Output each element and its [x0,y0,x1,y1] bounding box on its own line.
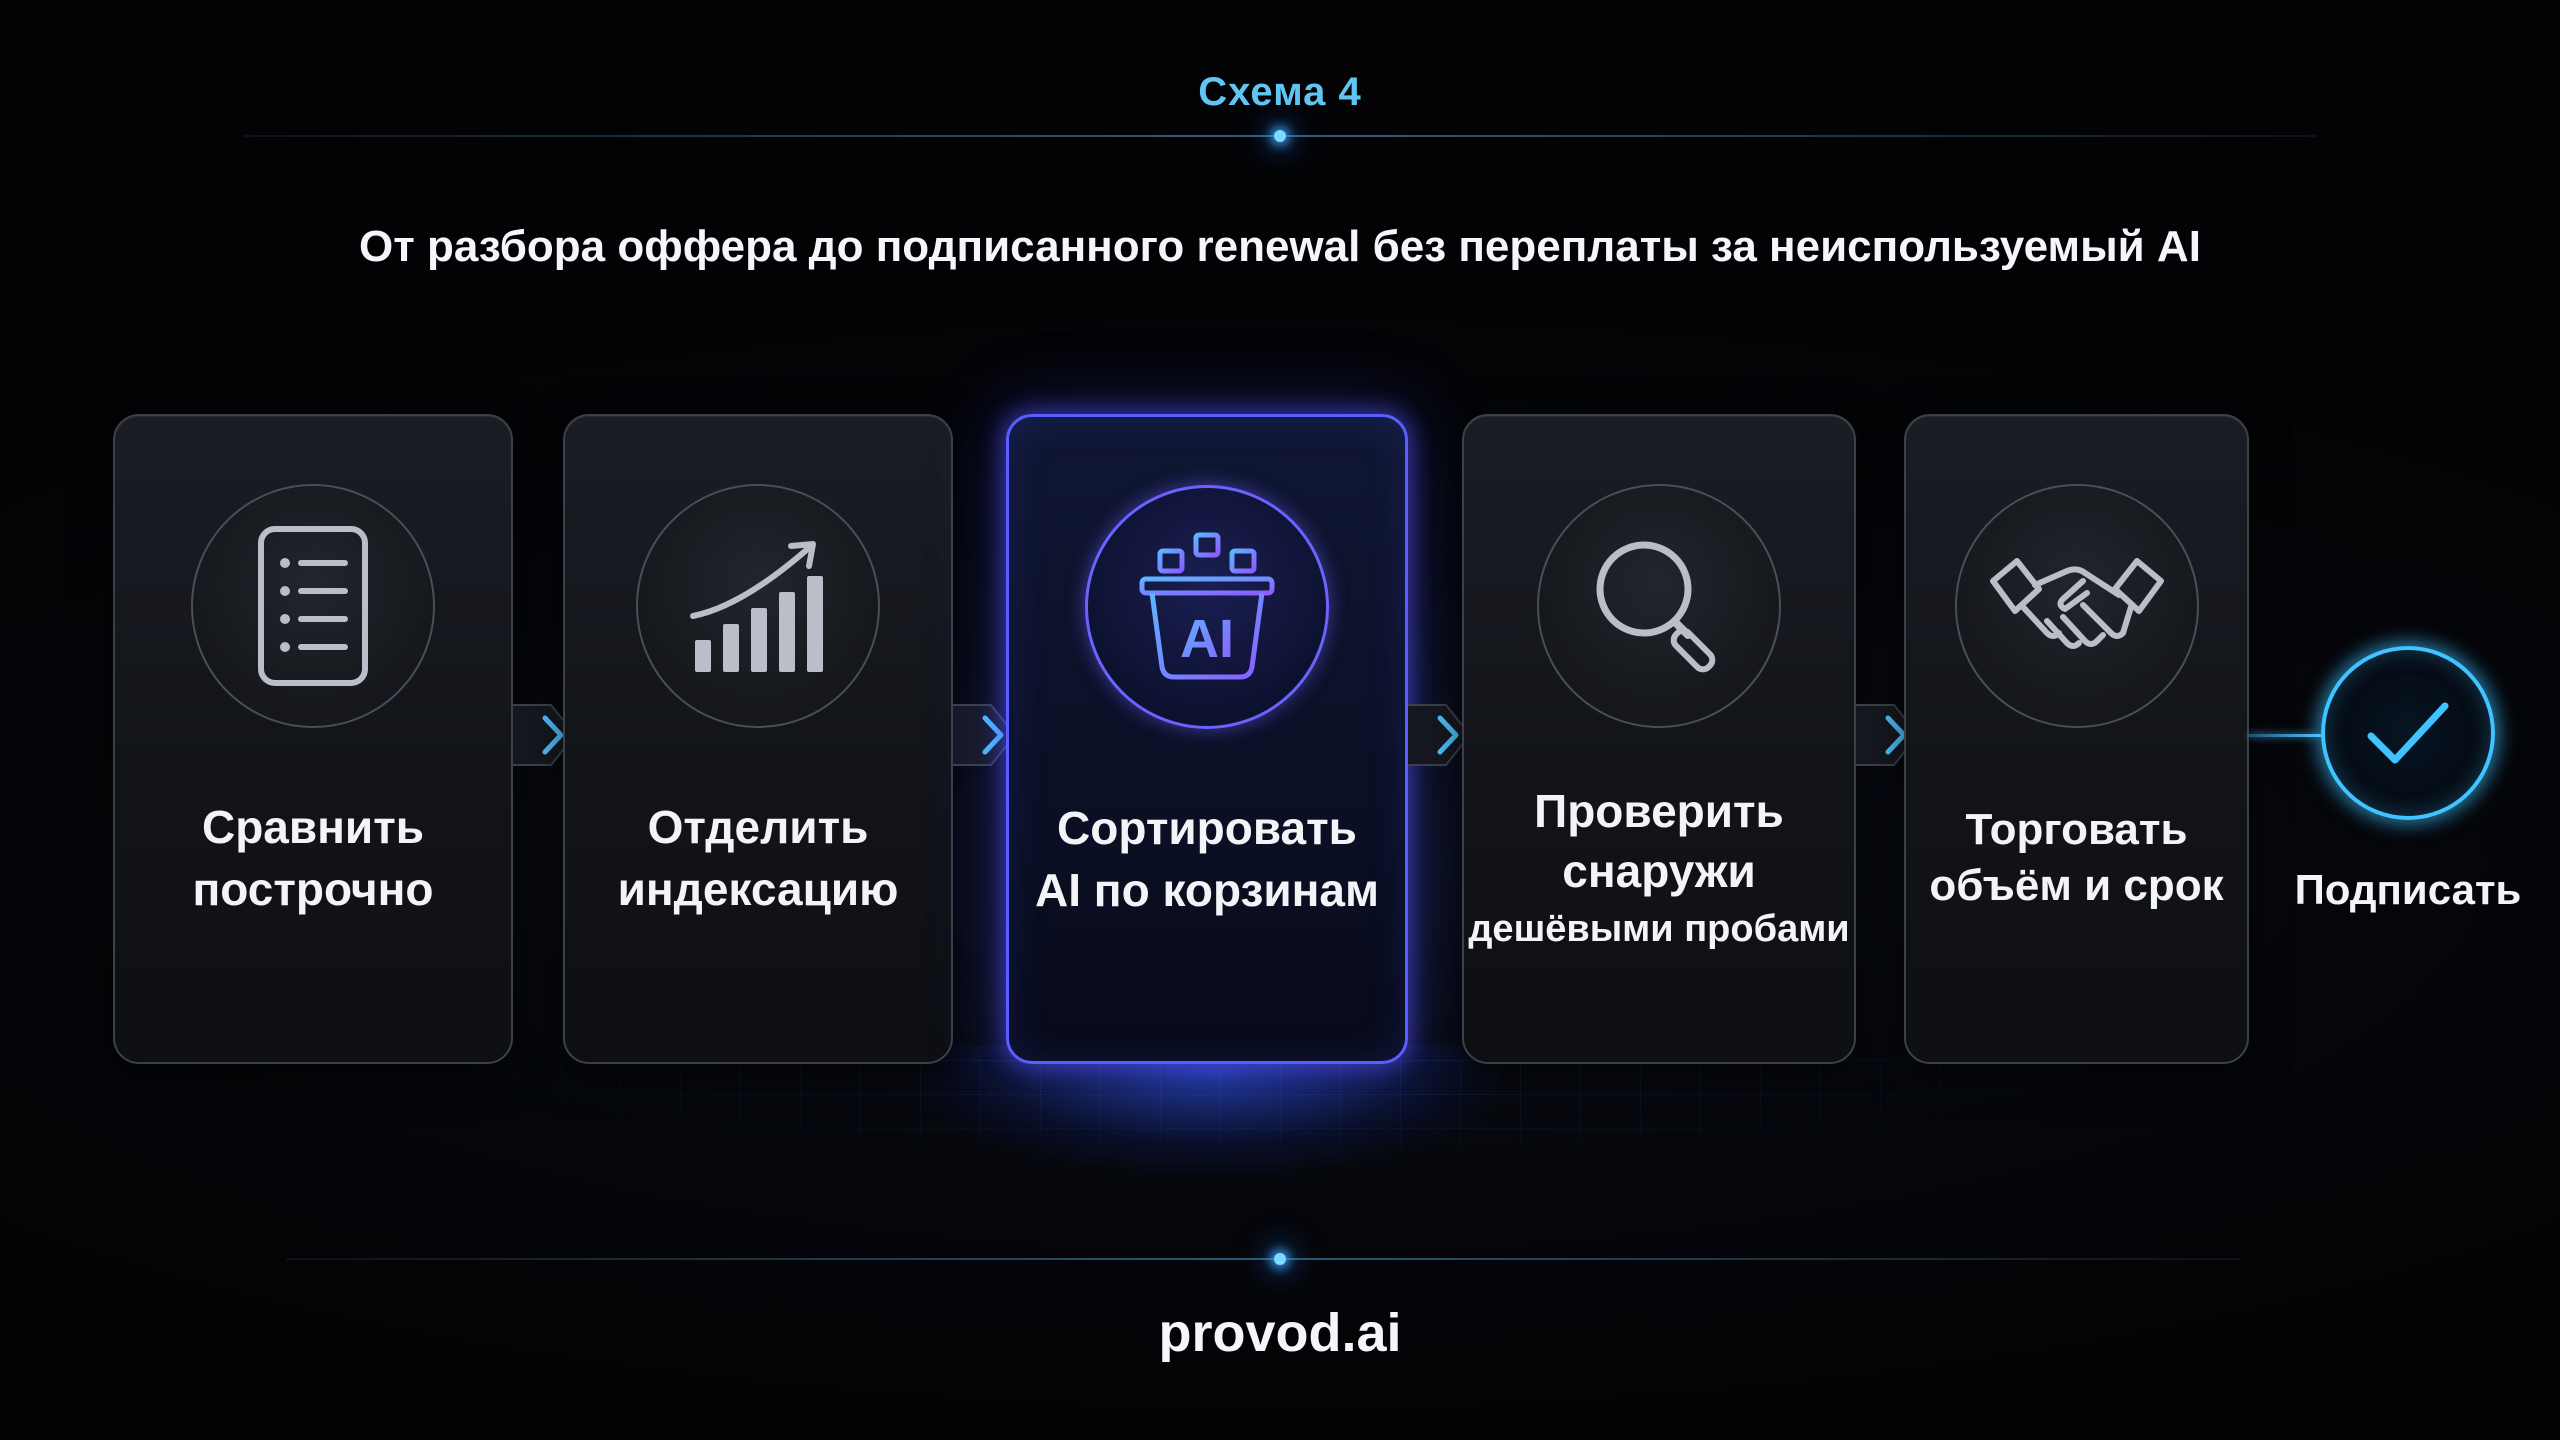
bottom-divider [286,1258,2240,1260]
ai-basket-icon: AI [1139,532,1275,680]
magnifier-icon [1596,541,1716,673]
connector-arrow [513,704,577,766]
step-icon-circle [1537,484,1781,728]
step-icon-circle [191,484,435,728]
headline: От разбора оффера до подписанного renewa… [359,222,2201,271]
step-label: Проверить снаружи дешёвыми пробами [1468,785,1850,950]
step-icon-circle: AI [1085,485,1329,729]
step-label: Торговать объём и срок [1929,805,2224,910]
step-card-compare: Сравнить построчно [113,414,513,1064]
floor-glow [920,1045,1500,1175]
step-card-sort-ai: AI Сортировать AI по корзинам [1006,414,1408,1064]
scheme-label: Схема 4 [1198,70,1362,114]
finish-circle [2321,646,2495,820]
step-icon-circle [636,484,880,728]
finish-label: Подписать [2294,866,2522,913]
step-label: Сортировать AI по корзинам [1035,802,1379,916]
step-card-check: Проверить снаружи дешёвыми пробами [1462,414,1856,1064]
svg-text:AI: AI [1180,609,1234,669]
checkmark-icon [2367,702,2449,764]
step-icon-circle [1954,484,2199,728]
bottom-divider-dot [1274,1253,1286,1265]
step-card-negotiate: Торговать объём и срок [1904,414,2249,1064]
growth-chart-icon [690,541,823,672]
document-list-icon [258,526,368,686]
step-label: Сравнить построчно [192,801,434,915]
footer-brand: provod.ai [1158,1303,1402,1363]
step-label: Отделить индексацию [617,801,899,915]
finish-connector [2249,734,2321,737]
handshake-icon [1989,558,2164,649]
step-card-indexation: Отделить индексацию [563,414,953,1064]
top-divider-dot [1274,130,1286,142]
